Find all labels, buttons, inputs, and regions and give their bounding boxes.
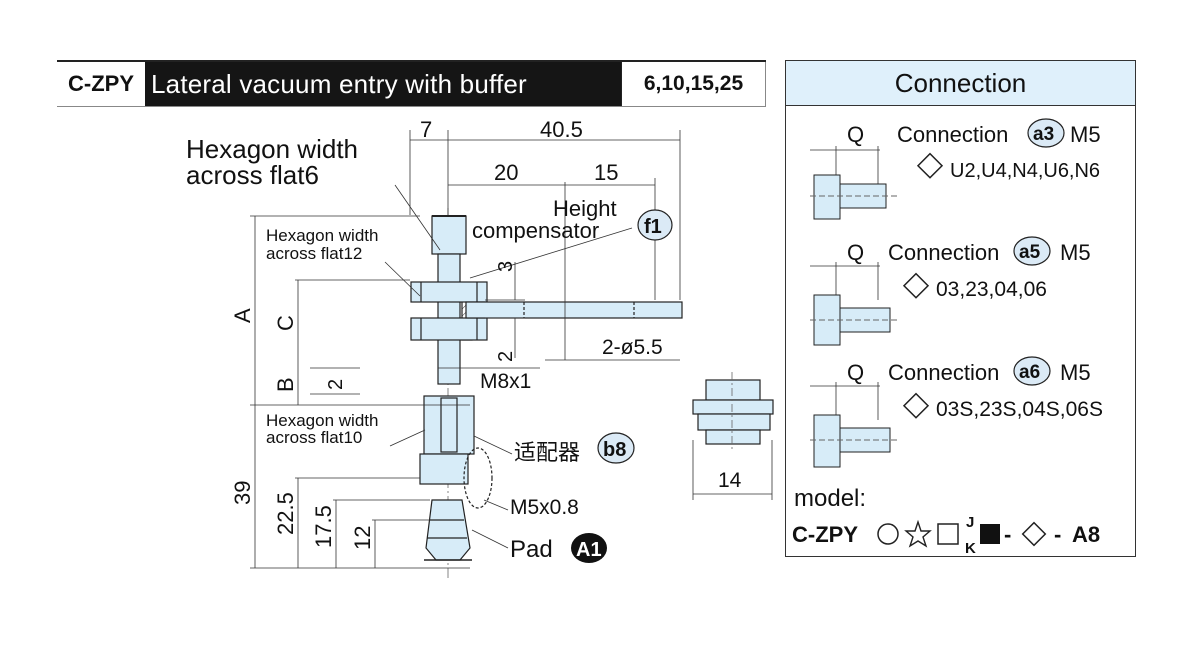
dim-17-5: 17.5: [311, 505, 336, 548]
dim-20: 20: [494, 160, 518, 185]
svg-text:U2,U4,N4,U6,N6: U2,U4,N4,U6,N6: [950, 160, 1100, 182]
hex12-label-line2: across flat12: [266, 244, 362, 263]
pad-badge: A1: [576, 539, 602, 561]
dim-40-5: 40.5: [540, 117, 583, 142]
model-k: K: [965, 540, 976, 557]
connection-panel: Connection: [785, 60, 1136, 557]
adapter-badge-shape: [597, 432, 635, 464]
dim-C: C: [273, 315, 298, 331]
hex-nut-upper: [410, 281, 488, 303]
star-placeholder-icon: [904, 519, 932, 548]
svg-text:03,23,04,06: 03,23,04,06: [936, 278, 1047, 301]
dim-2-lower: 2: [325, 379, 347, 390]
model-label: model:: [794, 485, 866, 512]
circle-placeholder-icon: [877, 523, 899, 545]
hex6-label-line2: across flat6: [186, 160, 319, 190]
svg-text:M5: M5: [1060, 360, 1091, 385]
dim-7: 7: [420, 117, 432, 142]
suction-pad: [425, 499, 471, 561]
size-options: 6,10,15,25: [621, 62, 766, 106]
connection-item-1: Q Connection a3 M5 U2,U4,N4,U6,N6: [810, 118, 1101, 220]
bracket-plate: [465, 301, 683, 319]
top-hex-part: [431, 215, 467, 255]
svg-text:M5: M5: [1070, 122, 1101, 147]
svg-text:M5: M5: [1060, 240, 1091, 265]
height-label-line1: Height: [553, 196, 617, 221]
adapter-badge: b8: [603, 439, 626, 461]
height-label-line2: compensator: [472, 218, 599, 243]
svg-text:Connection: Connection: [888, 240, 999, 265]
svg-text:03S,23S,04S,06S: 03S,23S,04S,06S: [936, 398, 1103, 421]
svg-text:Connection: Connection: [888, 360, 999, 385]
svg-text:Q: Q: [847, 240, 864, 265]
dim-12: 12: [350, 526, 375, 550]
dim-39: 39: [230, 481, 255, 505]
adapter-block: [419, 453, 469, 485]
svg-text:a3: a3: [1033, 124, 1054, 145]
svg-text:-: -: [1004, 522, 1011, 547]
pad-label: Pad: [510, 536, 553, 563]
svg-text:Q: Q: [847, 122, 864, 147]
dim-14: 14: [718, 469, 742, 492]
dim-22-5: 22.5: [273, 492, 298, 535]
pad-badge-shape: [571, 533, 607, 563]
model-j: J: [966, 514, 974, 531]
connection-title: Connection: [786, 61, 1135, 106]
dim-hole: 2-ø5.5: [602, 336, 663, 359]
dim-m8: M8x1: [480, 370, 531, 393]
height-badge: f1: [644, 216, 662, 238]
side-view-nut: [692, 372, 774, 452]
diamond-placeholder-icon: [1021, 521, 1047, 547]
hex-nut-lower: [410, 317, 488, 341]
svg-text:Q: Q: [847, 360, 864, 385]
svg-text:a6: a6: [1019, 362, 1040, 383]
svg-text:-: -: [1054, 522, 1061, 547]
model-suffix: A8: [1072, 522, 1100, 547]
model-prefix: C-ZPY: [792, 522, 858, 547]
hex6-label-line1: Hexagon width: [186, 134, 358, 164]
connection-item-3: Q Connection a6 M5 03S,23S,04S,06S: [810, 356, 1103, 468]
header-bar: C-ZPY Lateral vacuum entry with buffer 6…: [57, 60, 766, 107]
hex10-label-line2: across flat10: [266, 428, 362, 447]
svg-text:a5: a5: [1019, 242, 1041, 263]
main-part-drawing: [410, 208, 683, 580]
dim-B: B: [273, 377, 298, 392]
dim-15: 15: [594, 160, 618, 185]
model-code-line: model: C-ZPY J K - - A8: [792, 485, 1100, 557]
header-title: Lateral vacuum entry with buffer: [145, 62, 621, 106]
svg-text:Connection: Connection: [897, 122, 1008, 147]
callout-labels: Hexagon width across flat6 Hexagon width…: [186, 134, 673, 563]
connection-item-2: Q Connection a5 M5 03,23,04,06: [810, 236, 1091, 346]
dim-m5: M5x0.8: [510, 496, 579, 519]
filled-square-icon: [980, 524, 1000, 544]
model-code: C-ZPY: [57, 62, 145, 106]
dim-3: 3: [495, 261, 517, 272]
height-badge-shape: [637, 209, 673, 241]
dimension-lines: [250, 130, 773, 569]
adapter-label: 适配器: [514, 440, 580, 465]
dim-A: A: [230, 308, 255, 323]
dim-2-upper: 2: [495, 351, 517, 362]
hex12-label-line1: Hexagon width: [266, 226, 378, 245]
dimension-labels: 7 40.5 20 15 3 2 2-ø5.5 M8x1 A C B 2 39 …: [230, 117, 742, 550]
hex10-label-line1: Hexagon width: [266, 411, 378, 430]
square-placeholder-icon: [937, 523, 959, 545]
